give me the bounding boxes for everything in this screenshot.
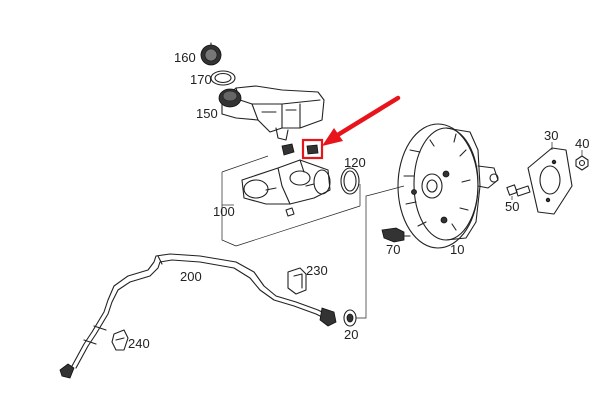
callout-160: 160 <box>174 50 196 65</box>
callout-200: 200 <box>180 269 202 284</box>
gasket-plate-part[interactable] <box>527 147 573 215</box>
callout-20: 20 <box>344 327 358 342</box>
bolt-part[interactable] <box>506 184 531 197</box>
callout-100: 100 <box>213 204 235 219</box>
callout-170: 170 <box>190 72 212 87</box>
check-valve-part[interactable] <box>343 309 357 327</box>
callout-30: 30 <box>544 128 558 143</box>
callout-70: 70 <box>386 242 400 257</box>
highlighted-sensor-part[interactable] <box>301 138 324 160</box>
hose-clip-part[interactable] <box>287 267 307 295</box>
fluid-reservoir-part[interactable] <box>218 85 325 141</box>
callout-40: 40 <box>575 136 589 151</box>
vacuum-hose-part[interactable] <box>59 253 337 379</box>
reservoir-grommet-part[interactable] <box>281 143 295 156</box>
callout-50: 50 <box>505 199 519 214</box>
callout-10: 10 <box>450 242 464 257</box>
callout-120: 120 <box>344 155 366 170</box>
reservoir-cap-part[interactable] <box>200 42 222 66</box>
cap-seal-ring-part[interactable] <box>210 70 236 86</box>
callout-240: 240 <box>128 336 150 351</box>
brake-booster-part[interactable] <box>397 123 499 249</box>
callout-230: 230 <box>306 263 328 278</box>
callout-150: 150 <box>196 106 218 121</box>
vacuum-sensor-part[interactable] <box>381 227 411 243</box>
nut-part[interactable] <box>575 155 589 171</box>
hose-clamp-part[interactable] <box>111 329 129 351</box>
master-cylinder-part[interactable] <box>241 159 331 217</box>
o-ring-part[interactable] <box>340 167 360 195</box>
highlight-arrow <box>322 95 401 146</box>
